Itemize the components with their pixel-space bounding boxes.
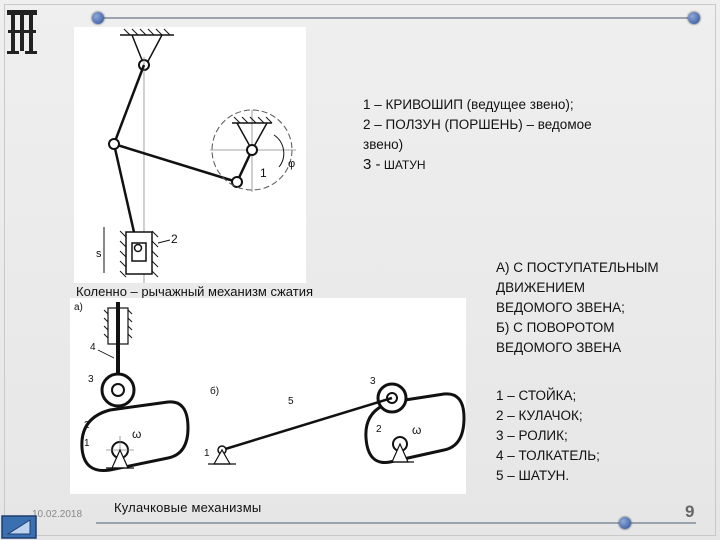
previous-slide-button[interactable] <box>0 514 40 540</box>
top-legend-line-3: звено) <box>363 137 404 152</box>
rod-number-label: 5 <box>288 396 294 407</box>
omega-label-b: ω <box>412 423 421 437</box>
mid-legend-line-2: ДВИЖЕНИЕМ <box>496 280 586 295</box>
toggle-mechanism-panel: φ 1 s 2 <box>74 27 306 283</box>
roller-number-label-b: 3 <box>370 376 376 387</box>
stand-number-label-b: 1 <box>204 448 210 459</box>
crank-number-label: 1 <box>260 166 267 180</box>
rail-node-top-right <box>688 12 700 24</box>
cam-mechanism-panel: а) 4 3 2 1 ω б) <box>70 298 466 494</box>
bottom-legend-line-3: 3 – РОЛИК; <box>496 428 568 443</box>
cam-mechanism-caption: Кулачковые механизмы <box>114 500 262 515</box>
top-legend-line-2: 2 – ПОЛЗУН (ПОРШЕНЬ) – ведомое <box>363 117 592 132</box>
mid-legend-line-4: Б) С ПОВОРОТОМ <box>496 320 615 335</box>
logo-icon <box>7 10 37 54</box>
slider-number-label: 2 <box>171 232 178 246</box>
mid-legend-line-3: ВЕДОМОГО ЗВЕНА; <box>496 300 625 315</box>
bottom-legend-line-4: 4 – ТОЛКАТЕЛЬ; <box>496 448 600 463</box>
bottom-legend: 1 – СТОЙКА; 2 – КУЛАЧОК; 3 – РОЛИК; 4 – … <box>496 386 706 486</box>
top-legend-line-1: 1 – КРИВОШИП (ведущее звено); <box>363 97 574 112</box>
roller-number-label: 3 <box>88 374 94 385</box>
stand-number-label-a: 1 <box>84 438 90 449</box>
rail-node-top-left <box>92 12 104 24</box>
bottom-legend-line-1: 1 – СТОЙКА; <box>496 388 577 403</box>
top-rail <box>96 17 696 19</box>
cam-number-label-a: 2 <box>84 420 90 431</box>
toggle-mechanism-caption: Коленно – рычажный механизм сжатия <box>76 284 314 299</box>
mid-legend: А) С ПОСТУПАТЕЛЬНЫМ ДВИЖЕНИЕМ ВЕДОМОГО З… <box>496 258 706 358</box>
pusher-number-label: 4 <box>90 342 96 353</box>
top-legend: 1 – КРИВОШИП (ведущее звено); 2 – ПОЛЗУН… <box>363 95 633 175</box>
bottom-legend-line-5: 5 – ШАТУН. <box>496 468 570 483</box>
top-legend-num: 3 - <box>363 156 381 173</box>
cam-mechanism-diagram: а) 4 3 2 1 ω б) <box>74 302 466 473</box>
variant-b-label: б) <box>210 385 219 397</box>
toggle-mechanism-diagram: φ 1 s 2 <box>96 28 296 283</box>
omega-label-a: ω <box>132 427 141 441</box>
bottom-rail <box>96 522 696 524</box>
top-legend-text: ШАТУН <box>380 158 426 172</box>
page-number: 9 <box>685 502 695 521</box>
rail-node-bottom-mid <box>619 517 631 529</box>
bottom-legend-line-2: 2 – КУЛАЧОК; <box>496 408 583 423</box>
top-legend-line-4: 3 - ШАТУН <box>363 155 633 175</box>
phi-label: φ <box>288 158 295 170</box>
s-label: s <box>96 248 102 260</box>
cam-number-label-b: 2 <box>376 424 382 435</box>
variant-a-label: а) <box>74 302 83 313</box>
mid-legend-line-1: А) С ПОСТУПАТЕЛЬНЫМ <box>496 260 659 275</box>
mid-legend-line-5: ВЕДОМОГО ЗВЕНА <box>496 340 622 355</box>
slide-date: 10.02.2018 <box>32 509 83 520</box>
slide-frame <box>4 4 716 536</box>
